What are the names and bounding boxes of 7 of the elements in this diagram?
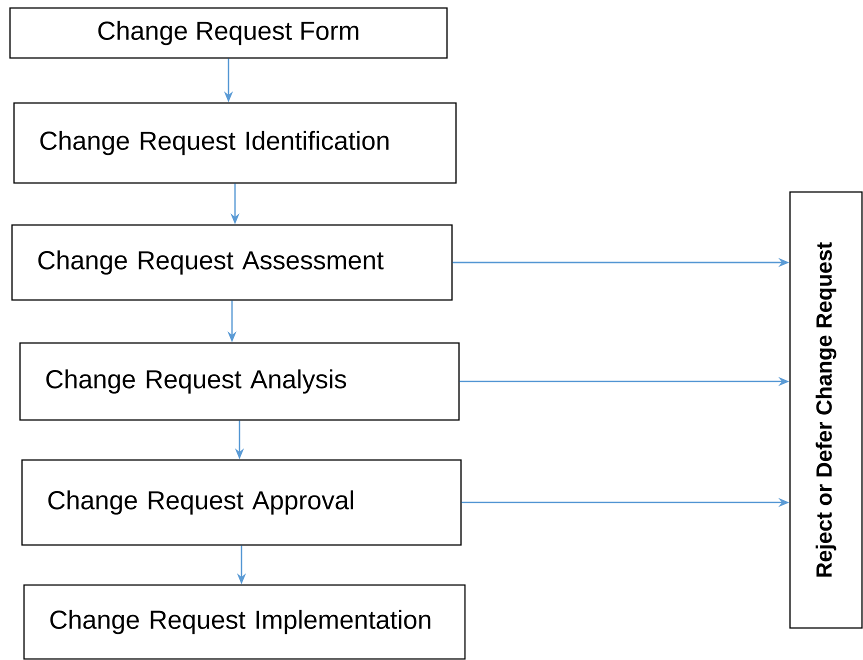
side-box: Reject or Defer Change Request [789, 191, 863, 629]
process-box: Change Request Approval [21, 459, 462, 546]
process-box: Change Request Form [9, 7, 448, 59]
process-box: Change Request Implementation [23, 584, 466, 660]
process-box: Change Request Assessment [11, 224, 453, 301]
process-box: Change Request Identification [13, 102, 457, 184]
process-box: Change Request Analysis [19, 342, 460, 421]
